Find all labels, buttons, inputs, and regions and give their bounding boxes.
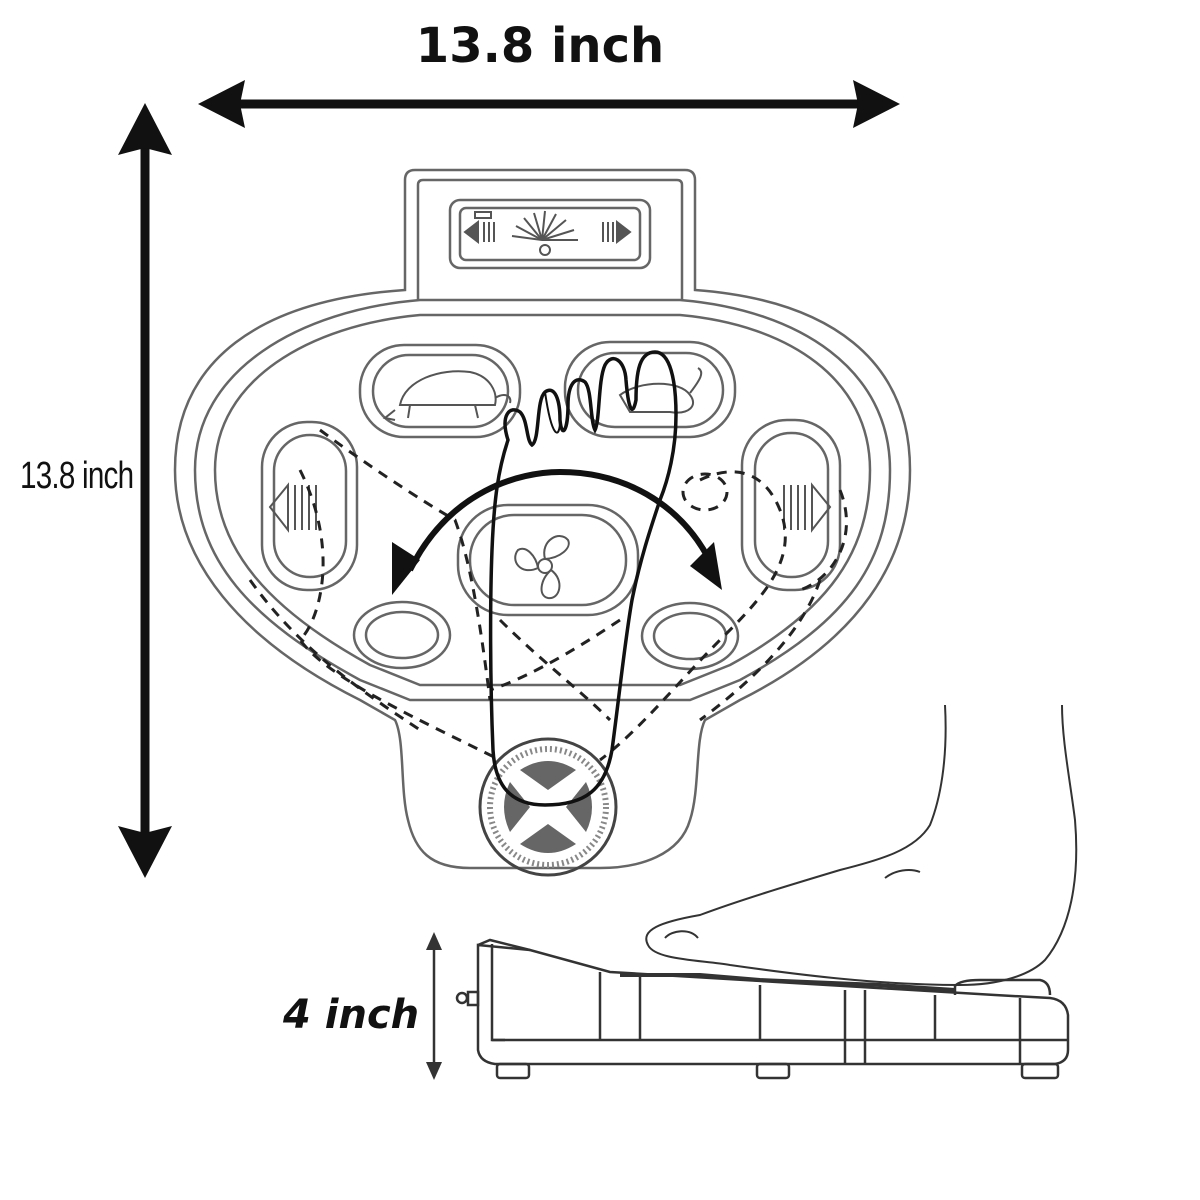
turtle-icon bbox=[382, 370, 512, 421]
side-foot-icon bbox=[645, 704, 1078, 987]
width-dimension-label: 13.8 inch bbox=[415, 18, 665, 74]
foot-massager-top-icon bbox=[173, 168, 912, 877]
rabbit-icon bbox=[618, 367, 703, 414]
foot-massager-side-icon bbox=[455, 938, 1070, 1080]
height-arrow bbox=[118, 103, 172, 878]
foot-outline-icon bbox=[488, 350, 678, 807]
speed-control-icon bbox=[463, 210, 632, 256]
width-arrow bbox=[198, 80, 900, 128]
depth-dimension-label: 4 inch bbox=[283, 992, 420, 1038]
rotation-arrow bbox=[392, 468, 722, 595]
fan-icon bbox=[514, 535, 570, 600]
height-dimension-label: 13.8 inch bbox=[20, 455, 134, 497]
depth-arrow bbox=[426, 932, 442, 1080]
